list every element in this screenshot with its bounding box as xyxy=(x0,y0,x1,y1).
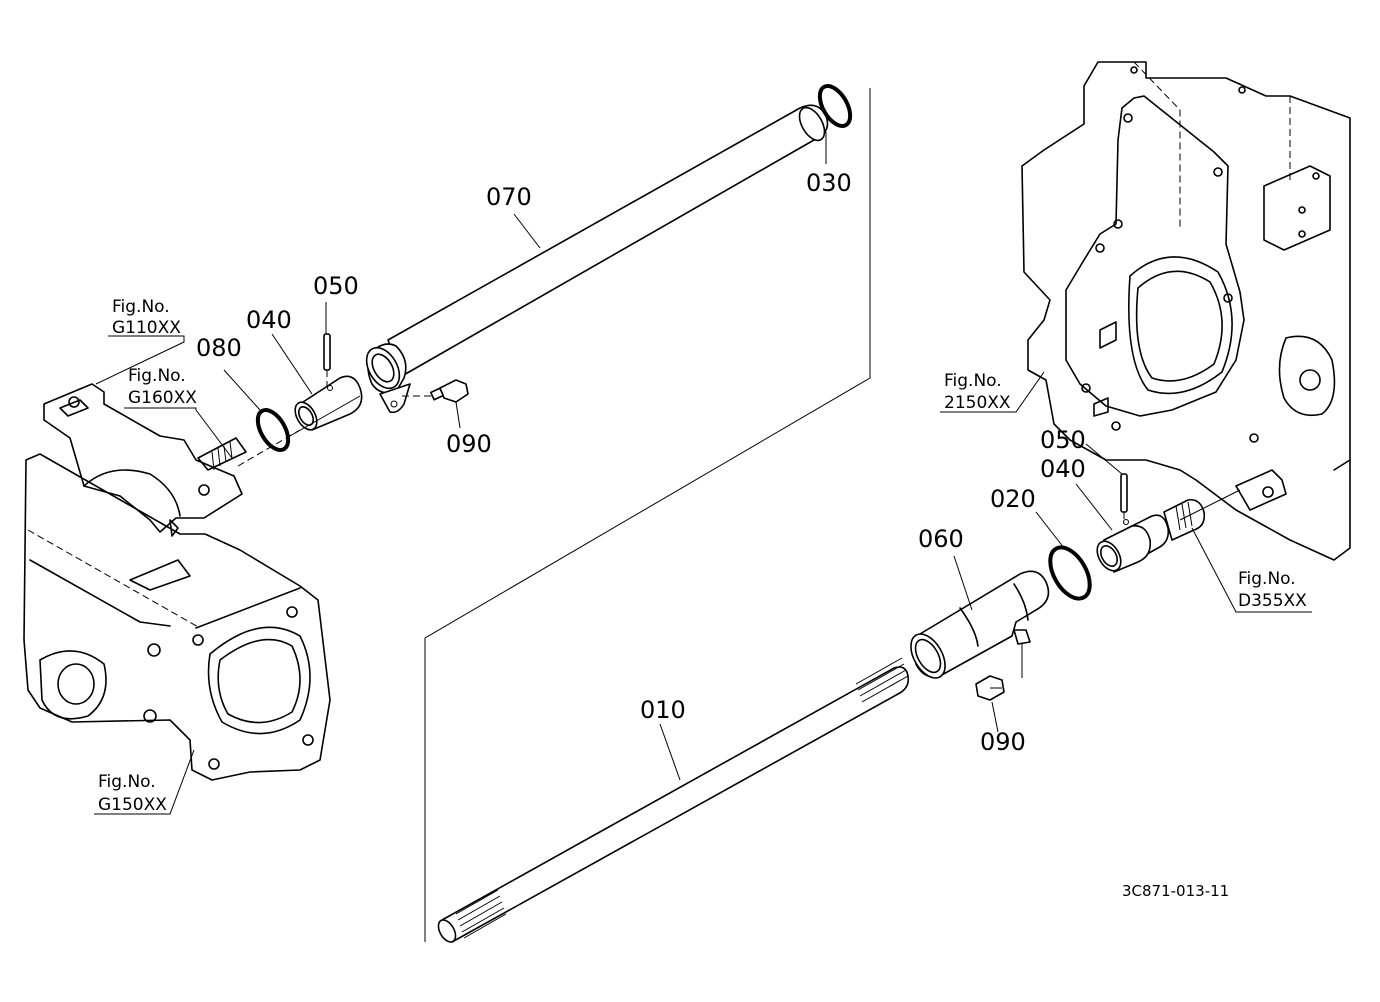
fig-ref-g150-line1: Fig.No. xyxy=(98,772,156,792)
label-080: 080 xyxy=(196,334,242,362)
shaft-010 xyxy=(437,657,910,943)
fig-ref-d355-line1: Fig.No. xyxy=(1238,569,1296,589)
label-090-right: 090 xyxy=(980,728,1026,756)
fig-ref-g160-line2: G160XX xyxy=(128,388,197,408)
label-020: 020 xyxy=(990,485,1036,513)
label-040-right: 040 xyxy=(1040,455,1086,483)
leader-lines xyxy=(94,132,1312,815)
figure-references: Fig.No. G110XX Fig.No. G160XX Fig.No. G1… xyxy=(98,297,1307,815)
pin-050-right xyxy=(1120,473,1128,524)
fig-ref-g150-line2: G150XX xyxy=(98,795,167,815)
part-labels: 070 030 050 040 080 090 010 060 020 040 … xyxy=(196,169,1086,756)
housing-060 xyxy=(910,570,1050,679)
label-040-left: 040 xyxy=(246,306,292,334)
label-060: 060 xyxy=(918,525,964,553)
fig-ref-2150-line1: Fig.No. xyxy=(944,371,1002,391)
o-ring-020 xyxy=(1048,545,1092,601)
sleeve-040-right xyxy=(1096,514,1170,573)
label-050-left: 050 xyxy=(313,272,359,300)
label-050-right: 050 xyxy=(1040,426,1086,454)
axis-line-left xyxy=(237,429,301,467)
fig-ref-g160-line1: Fig.No. xyxy=(128,366,186,386)
bolt-090-left xyxy=(402,379,469,403)
bolt-090-right xyxy=(975,675,1005,701)
splined-coupling xyxy=(1163,498,1206,541)
o-ring-030 xyxy=(817,84,853,128)
axis-line-right xyxy=(1179,489,1241,521)
fig-ref-2150-line2: 2150XX xyxy=(944,393,1011,413)
engine-block-2150 xyxy=(1021,61,1351,561)
label-070: 070 xyxy=(486,183,532,211)
axis-line-left-2 xyxy=(289,395,361,437)
label-010: 010 xyxy=(640,696,686,724)
yoke-g110 xyxy=(43,383,247,537)
fig-ref-d355-line2: D355XX xyxy=(1238,591,1307,611)
o-ring-080 xyxy=(255,408,291,452)
drawing-code: 3C871-013-11 xyxy=(1122,882,1229,900)
pin-050-left xyxy=(323,333,331,386)
assembly-frame xyxy=(424,88,871,942)
label-090-left: 090 xyxy=(446,430,492,458)
label-030: 030 xyxy=(806,169,852,197)
fig-ref-g110-line2: G110XX xyxy=(112,318,181,338)
fig-ref-g110-line1: Fig.No. xyxy=(112,297,170,317)
housing-g150 xyxy=(23,453,331,781)
sleeve-040-left xyxy=(294,375,363,431)
tube-070 xyxy=(365,104,829,414)
